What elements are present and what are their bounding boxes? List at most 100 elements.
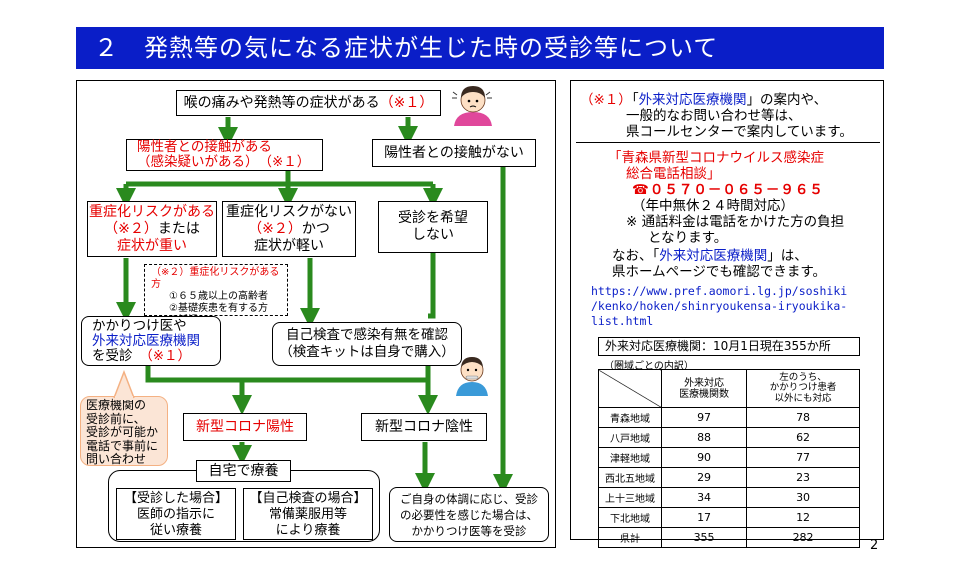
homepage-line1: なお、「外来対応医療機関」は、 [612,248,808,265]
clinic-line1: かかりつけ医や [92,318,187,334]
contact-yes-line1: 陽性者との接触がある [137,139,272,155]
callout-line: 問い合わせ [86,452,147,466]
home-case1-line: 医師の指示に [136,507,215,522]
table-area: 青森地域 [598,407,662,428]
risk-high-line3: 症状が重い [117,238,187,254]
table-header-count: 外来対応 医療機関数 [660,369,748,408]
person-thermometer-illustration [456,357,488,396]
risk-low-line3: 症状が軽い [254,238,324,254]
table-area: 下北地域 [598,507,662,528]
clinic-box: かかりつけ医や 外来対応医療機関 を受診 （※１） [81,316,221,366]
home-case2-line: 常備薬服用等 [268,507,347,522]
table-count: 34 [660,487,748,508]
note1-line2: 一般的なお問い合わせ等は、 [626,108,802,124]
risk-high-line1: 重症化リスクがある [89,204,215,220]
note1-quote: 「 [631,92,639,108]
fee-note-1: ※ 通話料金は電話をかけた方の負担 [626,214,845,230]
own-judgement-box: ご自身の体調に応じ、受診 の必要性を感じた場合は、 かかりつけ医等を受診 [389,487,549,542]
clinic-visit: を受診 [92,348,133,364]
risk-low-ref: （※２） [248,221,302,237]
risk-note-box: （※２）重症化リスクがある方 ①６５歳以上の高齢者 ②基礎疾患を有する方 ③妊婦 [144,264,288,326]
hp-suffix: 」は、 [767,248,808,264]
callout-line: 受診前に、 [86,411,146,426]
url-line: list.html [591,314,654,328]
table-area: 県計 [598,527,662,548]
selftest-line2: （検査キットは自身で購入） [279,344,455,360]
note1-line1: （※１）「外来対応医療機関」の案内や、 [580,92,827,109]
contact-yes-line2: （感染疑いがある） （※１） [137,155,322,170]
symptom-box: 喉の痛みや発熱等の症状がある（※１） [176,90,441,116]
note1-line3: 県コールセンターで案内しています。 [626,124,853,140]
table-count: 29 [660,467,748,488]
hp-facility: 外来対応医療機関 [659,248,768,264]
contact-no-box: 陽性者との接触がない [372,139,536,167]
note1-prefix: （※１） [580,92,632,108]
callout-pointer [113,370,135,400]
homepage-line2: 県ホームページでも確認できます。 [612,264,826,280]
url-line: /kenko/hoken/shinryoukensa-iryoukika- [591,299,848,313]
url-line: https://www.pref.aomori.lg.jp/soshiki [591,284,848,298]
risk-low-and: かつ [301,221,330,237]
breakdown-label: （圏域ごとの内訳） [604,361,694,372]
symptom-text: 喉の痛みや発熱等の症状がある [183,95,380,111]
facility-count-box: 外来対応医療機関：10月1日現在355か所 [598,337,860,356]
table-area: 上十三地域 [598,487,662,508]
table-other: 282 [746,527,860,548]
table-other: 23 [746,467,860,488]
table-header-other: 左のうち、 かかりつけ患者 以外にも対応 [746,369,860,408]
note1-box [576,88,880,143]
homepage-url[interactable]: https://www.pref.aomori.lg.jp/soshiki /k… [591,284,847,329]
home-care-label: 自宅で療養 [196,460,291,482]
own-judgement-line: かかりつけ医等を受診 [411,524,527,538]
table-area: 西北五地域 [598,467,662,488]
risk-high-or: または [157,221,200,237]
negative-box: 新型コロナ陰性 [361,413,487,441]
callout-line: 受診が可能か [86,425,159,439]
table-area: 八戸地域 [598,427,662,448]
note1-facility: 外来対応医療機関 [638,92,747,108]
selftest-line1: 自己検査で感染有無を確認 [286,327,448,343]
clinic-ref: （※１） [146,348,192,364]
clinic-line3: を受診 （※１） [92,349,220,364]
risk-note-item: ②基礎疾患を有する方 [169,303,268,314]
table-other: 30 [746,487,860,508]
callout-line: 電話で事前に [86,438,159,453]
no-visit-line2: しない [412,227,454,243]
home-case1-line: 【受診した場合】 [123,491,228,506]
risk-note-item: ①６５歳以上の高齢者 [169,291,268,302]
contact-yes-box: 陽性者との接触がある （感染疑いがある） （※１） [126,139,323,171]
call-center-name-1: 「青森県新型コロナウイルス感染症 [608,150,824,166]
risk-high-line2: （※２）または [88,221,216,238]
table-count: 355 [660,527,748,548]
pre-visit-callout: 医療機関の 受診前に、 受診が可能か 電話で事前に 問い合わせ [80,396,168,466]
table-other: 78 [746,407,860,428]
risk-high-box: 重症化リスクがある （※２）または 症状が重い [87,201,217,257]
symptom-ref: （※１） [379,95,434,111]
home-case2-line: により療養 [275,523,341,538]
own-judgement-line: ご自身の体調に応じ、受診 [400,492,538,506]
fee-note-2: となります。 [648,230,728,246]
contact-yes-paren: （感染疑いがある） [137,154,252,170]
risk-low-line2: （※２）かつ [223,221,355,238]
table-other: 62 [746,427,860,448]
risk-low-box: 重症化リスクがない （※２）かつ 症状が軽い [222,201,356,257]
table-area: 津軽地域 [598,447,662,468]
hp-prefix: なお、「 [612,248,660,264]
arrow-no-visit-join [428,252,436,319]
page-title: ２ 発熱等の気になる症状が生じた時の受診等について [76,27,884,69]
clinic-line2: 外来対応医療機関 [92,333,200,349]
table-count: 88 [660,427,748,448]
home-case-selftest: 【自己検査の場合】 常備薬服用等 により療養 [243,488,373,540]
call-center-name-2: 総合電話相談」 [626,166,721,182]
table-other: 77 [746,447,860,468]
home-case2-line: 【自己検査の場合】 [249,491,367,506]
flowchart-panel [76,80,556,548]
